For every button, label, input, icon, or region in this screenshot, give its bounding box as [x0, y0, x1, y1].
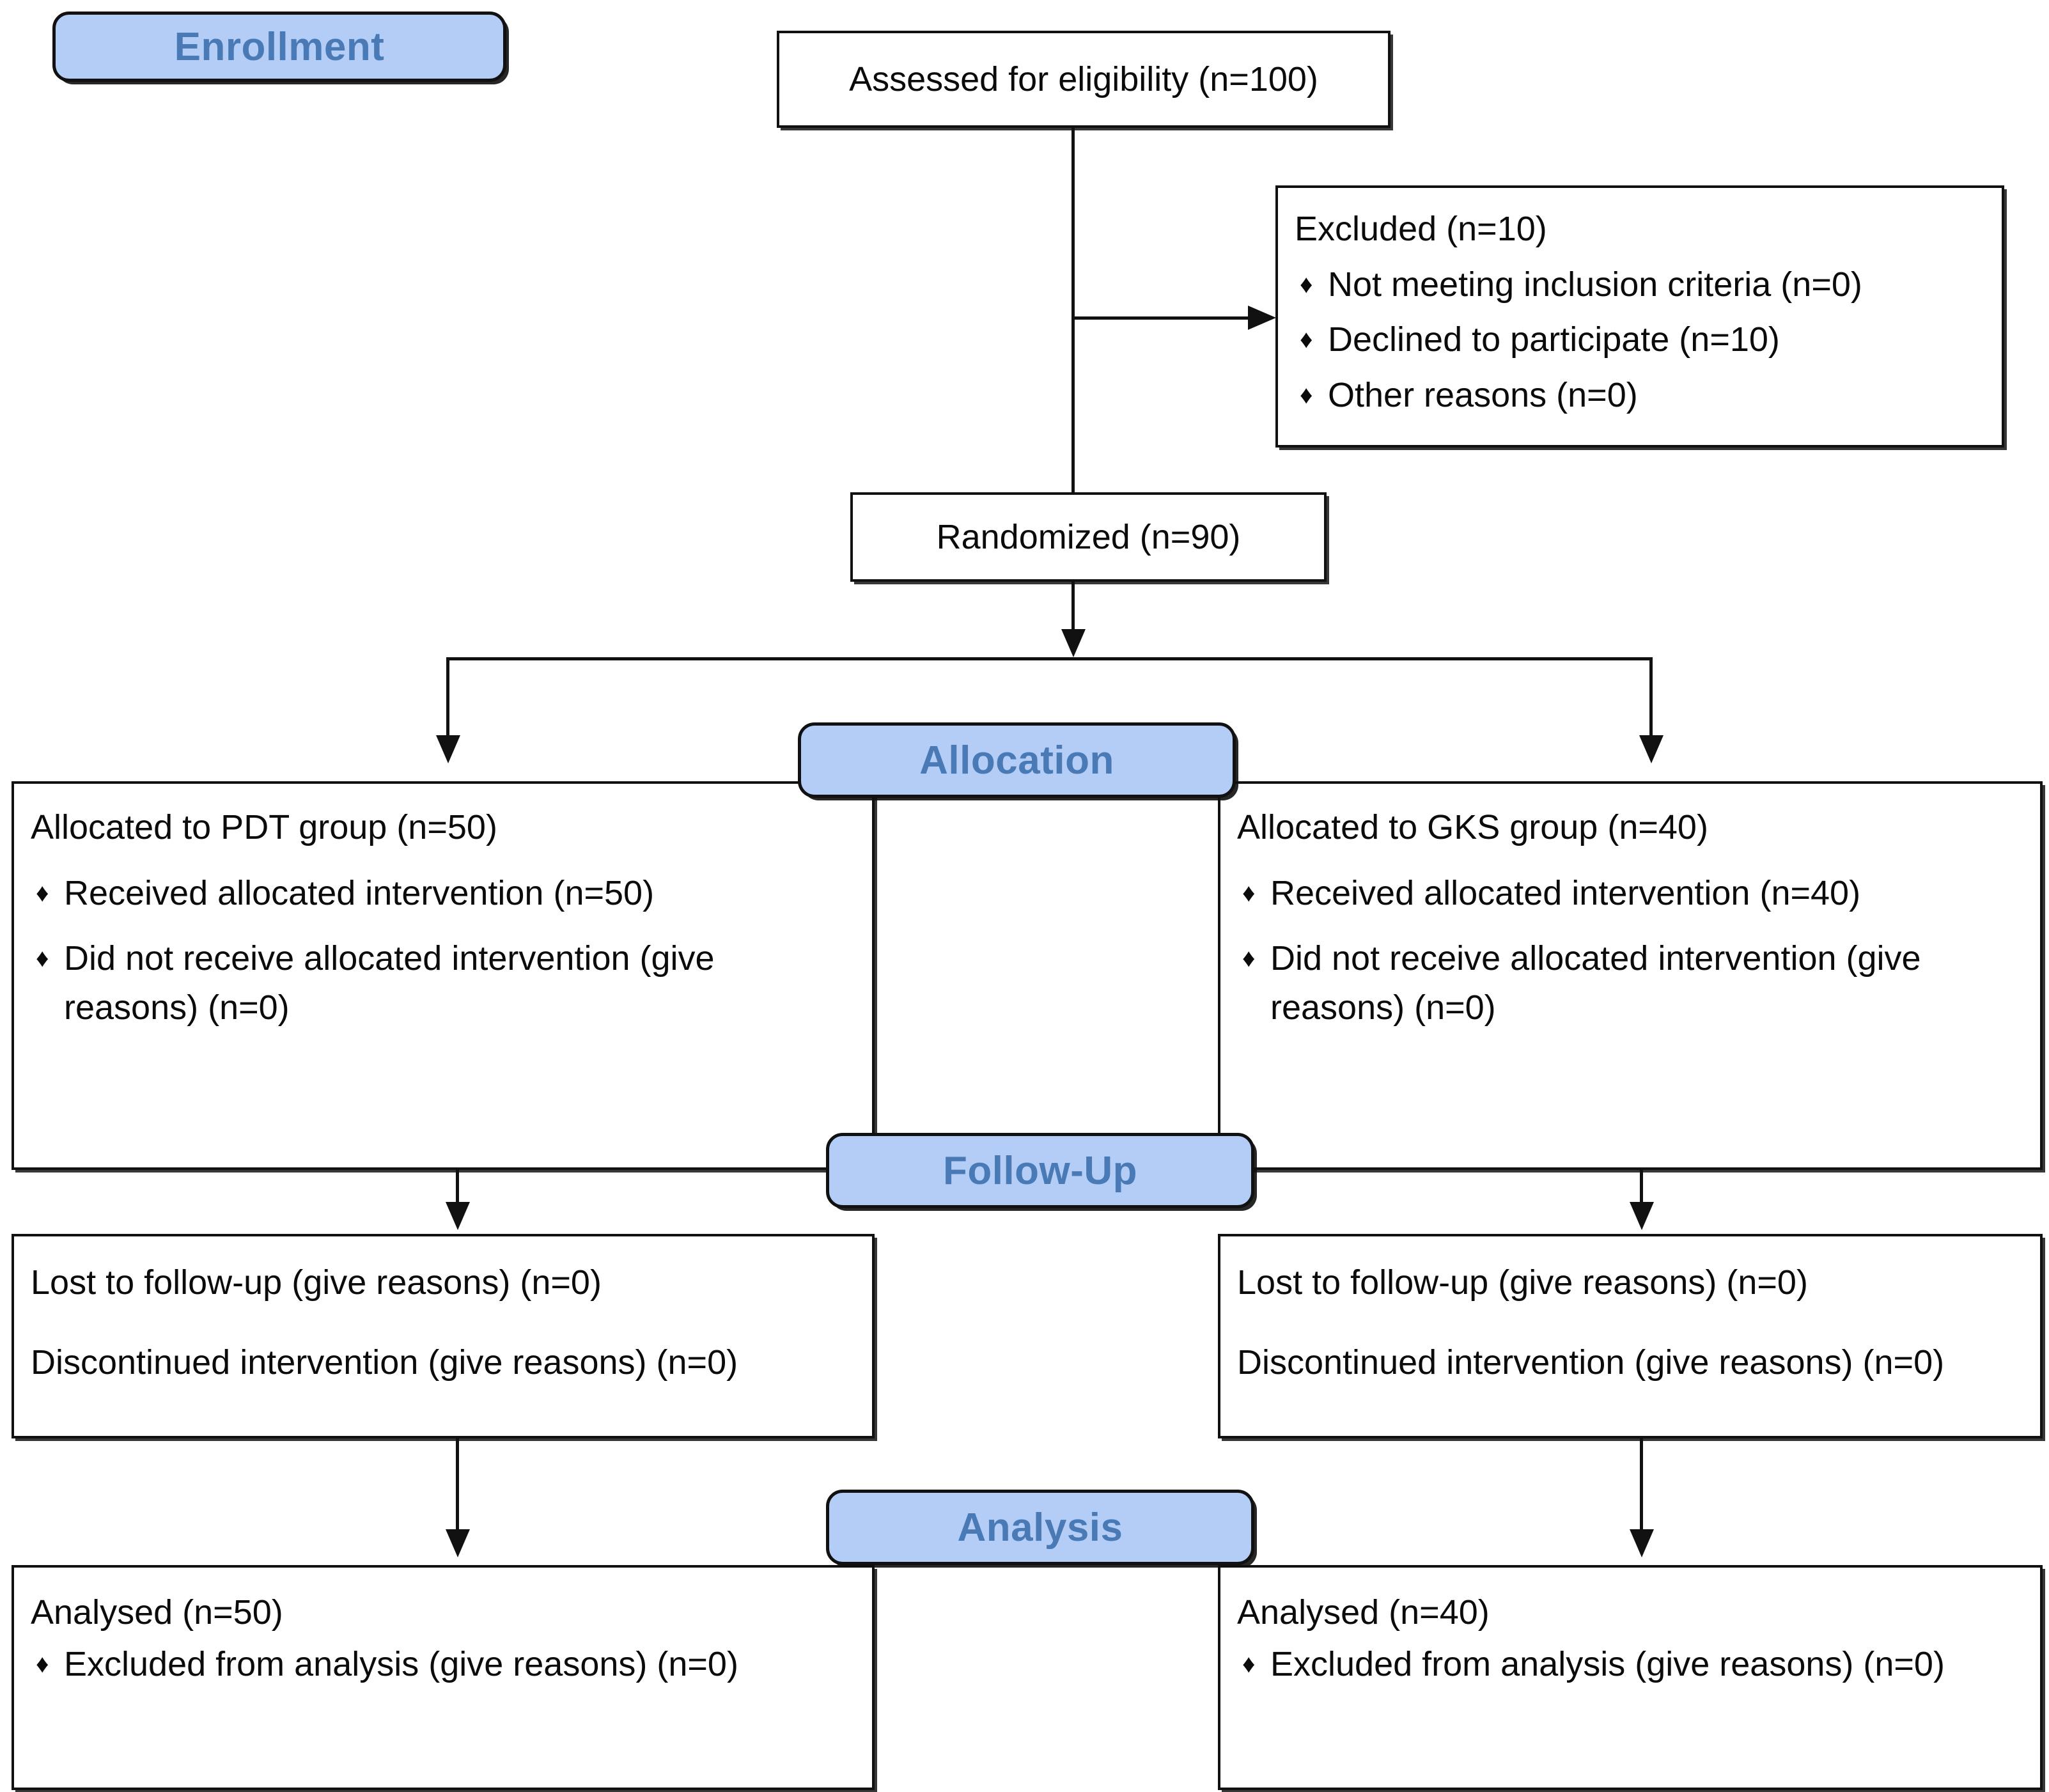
connector-alloc-right-to-followup	[1640, 1170, 1643, 1207]
node-allocated-left: Allocated to PDT group (n=50) ♦ Received …	[12, 781, 875, 1170]
list-item-label: Excluded from analysis (give reasons) (n…	[1270, 1644, 1945, 1683]
stage-badge-analysis: Analysis	[826, 1490, 1254, 1565]
node-allocated-right-list: ♦Received allocated intervention (n=40) …	[1237, 869, 2023, 1032]
node-followup-right: Lost to follow-up (give reasons) (n=0) D…	[1218, 1234, 2043, 1438]
connector-randomized-down	[1071, 582, 1075, 634]
diamond-bullet-icon: ♦	[1300, 325, 1313, 354]
connector-to-excluded	[1071, 316, 1250, 320]
list-item-label: Did not receive allocated intervention (…	[64, 939, 715, 1027]
arrow-followup-right-to-analysis	[1630, 1529, 1654, 1557]
list-item: ♦ Did not receive allocated intervention …	[1237, 934, 2023, 1032]
node-allocated-left-list: ♦Received allocated intervention (n=50) …	[31, 869, 855, 1032]
stage-badge-analysis-label: Analysis	[957, 1505, 1123, 1550]
node-allocated-right-heading: Allocated to GKS group (n=40)	[1237, 808, 1708, 846]
list-item: ♦ Did not receive allocated intervention …	[31, 934, 855, 1032]
list-item-label: Not meeting inclusion criteria (n=0)	[1328, 265, 1862, 304]
list-item: ♦ Excluded from analysis (give reasons) (…	[1237, 1640, 2023, 1689]
node-assessed-for-eligibility: Assessed for eligibility (n=100)	[777, 31, 1391, 128]
node-followup-left-line2: Discontinued intervention (give reasons)…	[31, 1343, 738, 1382]
stage-badge-follow-up-label: Follow-Up	[942, 1148, 1138, 1193]
node-excluded-list: ♦ Not meeting inclusion criteria (n=0) ♦ D…	[1295, 260, 1985, 420]
stage-badge-follow-up: Follow-Up	[826, 1133, 1254, 1208]
list-item: ♦ Received allocated intervention (n=40)	[1237, 869, 2023, 918]
list-item-label: Excluded from analysis (give reasons) (n…	[64, 1644, 738, 1683]
arrow-alloc-right-to-followup	[1630, 1202, 1654, 1230]
list-item: ♦ Other reasons (n=0)	[1295, 371, 1985, 420]
list-item-label: Received allocated intervention (n=50)	[64, 873, 655, 912]
node-randomized: Randomized (n=90)	[850, 492, 1327, 582]
node-analysed-right-heading: Analysed (n=40)	[1237, 1593, 1490, 1632]
node-assessed-text: Assessed for eligibility (n=100)	[849, 59, 1318, 98]
node-analysed-right: Analysed (n=40) ♦ Excluded from analysis …	[1218, 1565, 2043, 1790]
stage-badge-enrollment-label: Enrollment	[174, 24, 385, 69]
arrow-to-allocated-right	[1639, 735, 1663, 763]
diamond-bullet-icon: ♦	[36, 878, 49, 907]
list-item-label: Declined to participate (n=10)	[1328, 320, 1780, 359]
node-followup-right-line1: Lost to follow-up (give reasons) (n=0)	[1237, 1263, 1808, 1302]
arrow-randomized-to-split	[1061, 629, 1086, 657]
node-allocated-left-heading: Allocated to PDT group (n=50)	[31, 808, 497, 846]
arrow-followup-left-to-analysis	[446, 1529, 470, 1557]
arrow-alloc-left-to-followup	[446, 1202, 470, 1230]
node-excluded-heading: Excluded (n=10)	[1295, 210, 1547, 248]
diamond-bullet-icon: ♦	[36, 944, 49, 973]
node-randomized-text: Randomized (n=90)	[936, 517, 1241, 556]
list-item: ♦ Declined to participate (n=10)	[1295, 315, 1985, 364]
connector-followup-left-to-analysis	[456, 1438, 459, 1534]
node-analysed-left-heading: Analysed (n=50)	[31, 1593, 283, 1632]
node-followup-left-line1: Lost to follow-up (give reasons) (n=0)	[31, 1263, 602, 1302]
connector-split-right-arm	[1649, 657, 1653, 740]
connector-followup-right-to-analysis	[1640, 1438, 1643, 1534]
diamond-bullet-icon: ♦	[1242, 878, 1256, 907]
connector-assessed-trunk	[1071, 128, 1075, 492]
list-item-label: Did not receive allocated intervention (…	[1270, 939, 1921, 1027]
node-analysed-right-list: ♦ Excluded from analysis (give reasons) (…	[1237, 1640, 2023, 1689]
list-item: ♦ Not meeting inclusion criteria (n=0)	[1295, 260, 1985, 309]
list-item-label: Other reasons (n=0)	[1328, 376, 1638, 415]
connector-split-left-arm	[446, 657, 449, 740]
node-analysed-left-list: ♦ Excluded from analysis (give reasons) (…	[31, 1640, 855, 1689]
diamond-bullet-icon: ♦	[1300, 270, 1313, 299]
list-item: ♦ Received allocated intervention (n=50)	[31, 869, 855, 918]
node-followup-left: Lost to follow-up (give reasons) (n=0) D…	[12, 1234, 875, 1438]
list-item-label: Received allocated intervention (n=40)	[1270, 873, 1861, 912]
arrow-to-excluded	[1248, 306, 1276, 330]
diamond-bullet-icon: ♦	[36, 1649, 49, 1678]
diamond-bullet-icon: ♦	[1300, 381, 1313, 410]
node-followup-right-line2: Discontinued intervention (give reasons)…	[1237, 1343, 1945, 1382]
diamond-bullet-icon: ♦	[1242, 944, 1256, 973]
diamond-bullet-icon: ♦	[1242, 1649, 1256, 1678]
stage-badge-allocation-label: Allocation	[919, 738, 1114, 783]
arrow-to-allocated-left	[436, 735, 460, 763]
stage-badge-allocation: Allocation	[798, 722, 1236, 798]
connector-alloc-left-to-followup	[456, 1170, 459, 1207]
node-allocated-right: Allocated to GKS group (n=40) ♦ Received …	[1218, 781, 2043, 1170]
node-analysed-left: Analysed (n=50) ♦ Excluded from analysis …	[12, 1565, 875, 1790]
list-item: ♦ Excluded from analysis (give reasons) (…	[31, 1640, 855, 1689]
stage-badge-enrollment: Enrollment	[52, 12, 506, 82]
connector-split-bar	[446, 657, 1652, 660]
node-excluded: Excluded (n=10) ♦ Not meeting inclusion c…	[1275, 185, 2004, 448]
